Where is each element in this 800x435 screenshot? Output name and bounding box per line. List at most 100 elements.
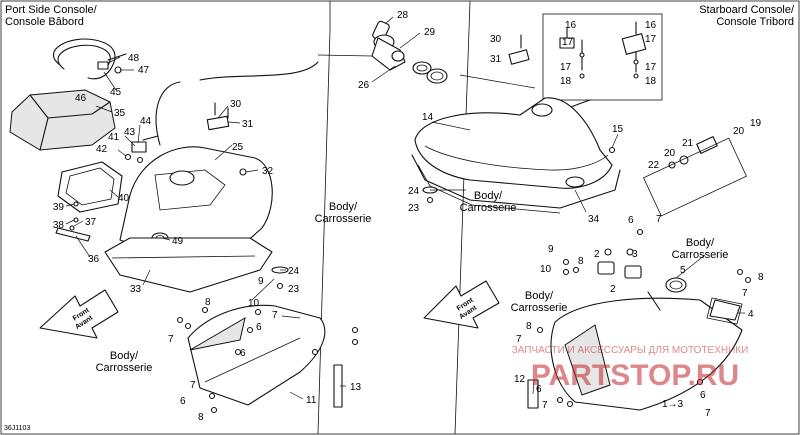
callout-20-b: 20 xyxy=(664,148,676,159)
callout-16-a: 16 xyxy=(565,20,577,31)
callout-6-port-b: 6 xyxy=(240,348,246,359)
callout-9-stbd: 9 xyxy=(548,244,554,255)
callout-35: 35 xyxy=(114,108,126,119)
diagram-code: 36J1103 xyxy=(4,425,30,432)
body-label-5-l2: Carrosserie xyxy=(511,302,568,314)
callout-3: 3 xyxy=(632,249,638,260)
callout-46: 46 xyxy=(75,93,87,104)
callout-10-port: 10 xyxy=(248,298,260,309)
callout-6-stbd-c: 6 xyxy=(700,390,706,401)
callout-31-stbd: 31 xyxy=(490,54,502,65)
body-label-4-l1: Body/ xyxy=(686,237,715,249)
callout-13: 13 xyxy=(350,382,362,393)
callout-8-port-top: 8 xyxy=(205,297,211,308)
callout-12: 12 xyxy=(514,374,526,385)
callout-33: 33 xyxy=(130,284,142,295)
callout-42: 42 xyxy=(96,144,108,155)
body-label-2-l1: Body/ xyxy=(110,350,139,362)
callout-49: 49 xyxy=(172,236,184,247)
callout-31-port: 31 xyxy=(242,119,254,130)
callout-28: 28 xyxy=(397,10,409,21)
watermark: ЗАПЧАСТИ И АКСЕССУАРЫ ДЛЯ МОТОТЕХНИКИ PA… xyxy=(512,345,749,392)
starboard-console xyxy=(411,13,748,217)
port-title-line2: Console Bâbord xyxy=(5,16,84,28)
callout-14: 14 xyxy=(422,112,434,123)
callout-2-b: 2 xyxy=(610,284,616,295)
starboard-title-line2: Console Tribord xyxy=(716,16,794,28)
callout-11: 11 xyxy=(306,395,317,406)
callout-45: 45 xyxy=(110,87,122,98)
callout-36: 36 xyxy=(88,254,100,265)
callout-30-port: 30 xyxy=(230,99,242,110)
callout-40: 40 xyxy=(118,193,130,204)
callout-25: 25 xyxy=(232,142,244,153)
callout-7-port-a: 7 xyxy=(272,310,278,321)
callout-26: 26 xyxy=(358,80,370,91)
callout-22: 22 xyxy=(648,160,660,171)
callout-7-port-b: 7 xyxy=(168,334,174,345)
callout-24-stbd: 24 xyxy=(408,186,420,197)
body-label-1-l1: Body/ xyxy=(329,201,358,213)
callout-leaders xyxy=(65,56,745,400)
body-label-5-l1: Body/ xyxy=(525,290,554,302)
callout-34: 34 xyxy=(588,214,600,225)
callout-39: 39 xyxy=(53,202,65,213)
callout-17-c: 17 xyxy=(645,34,657,45)
callout-21: 21 xyxy=(682,138,694,149)
body-label-4-l2: Carrosserie xyxy=(672,249,729,261)
body-labels: Body/ Carrosserie Body/ Carrosserie Body… xyxy=(96,190,729,374)
callout-9-port: 9 xyxy=(258,276,264,287)
callout-41: 41 xyxy=(108,132,120,143)
port-body-panel xyxy=(176,304,359,414)
callout-44: 44 xyxy=(140,116,152,127)
front-arrow-left xyxy=(39,289,119,339)
watermark-top-text: ЗАПЧАСТИ И АКСЕССУАРЫ ДЛЯ МОТОТЕХНИКИ xyxy=(512,345,749,356)
callout-7-stbd-d: 7 xyxy=(542,400,548,411)
port-title-line1: Port Side Console/ xyxy=(5,4,98,16)
callout-8-stbd-c: 8 xyxy=(526,321,532,332)
callout-32: 32 xyxy=(262,166,274,177)
arrow-note: 1→3 xyxy=(662,399,684,410)
body-label-3-l2: Carrosserie xyxy=(460,202,517,214)
callout-10-stbd: 10 xyxy=(540,264,552,275)
callout-18-b: 18 xyxy=(645,76,657,87)
callout-8-stbd-b: 8 xyxy=(758,272,764,283)
callout-7-stbd-c: 7 xyxy=(516,334,522,345)
callout-numbers: 28 29 26 48 47 45 46 35 44 43 41 42 30 3… xyxy=(53,10,764,423)
port-side-console xyxy=(9,38,319,293)
callout-6-port-a: 6 xyxy=(256,322,262,333)
callout-15: 15 xyxy=(612,124,624,135)
callout-7-stbd-top: 7 xyxy=(656,214,662,225)
watermark-brand: PARTSTOP.RU xyxy=(531,359,739,392)
callout-7-port-c: 7 xyxy=(190,380,196,391)
callout-30-stbd: 30 xyxy=(490,34,502,45)
callout-19: 19 xyxy=(750,118,762,129)
callout-6-stbd-top: 6 xyxy=(628,215,634,226)
callout-8-stbd-a: 8 xyxy=(578,256,584,267)
callout-16-b: 16 xyxy=(645,20,657,31)
body-label-3-l1: Body/ xyxy=(474,190,503,202)
callout-8-port-bottom: 8 xyxy=(198,412,204,423)
callout-47: 47 xyxy=(138,65,150,76)
callout-7-stbd-e: 7 xyxy=(705,408,711,419)
body-label-2-l2: Carrosserie xyxy=(96,362,153,374)
callout-24-port: 24 xyxy=(288,266,300,277)
callout-29: 29 xyxy=(424,27,436,38)
callout-48: 48 xyxy=(128,53,140,64)
callout-20-a: 20 xyxy=(733,126,745,137)
callout-4: 4 xyxy=(748,309,754,320)
callout-2-a: 2 xyxy=(594,249,600,260)
callout-17-a: 17 xyxy=(562,37,574,48)
section-titles: Port Side Console/ Console Bâbord Starbo… xyxy=(5,4,795,28)
callout-23-stbd: 23 xyxy=(408,203,420,214)
callout-37: 37 xyxy=(85,217,97,228)
callout-23-port: 23 xyxy=(288,284,300,295)
callout-38: 38 xyxy=(53,220,65,231)
callout-18-a: 18 xyxy=(560,76,572,87)
callout-43: 43 xyxy=(124,127,136,138)
callout-17-b: 17 xyxy=(560,62,572,73)
cap-assembly xyxy=(317,16,536,89)
